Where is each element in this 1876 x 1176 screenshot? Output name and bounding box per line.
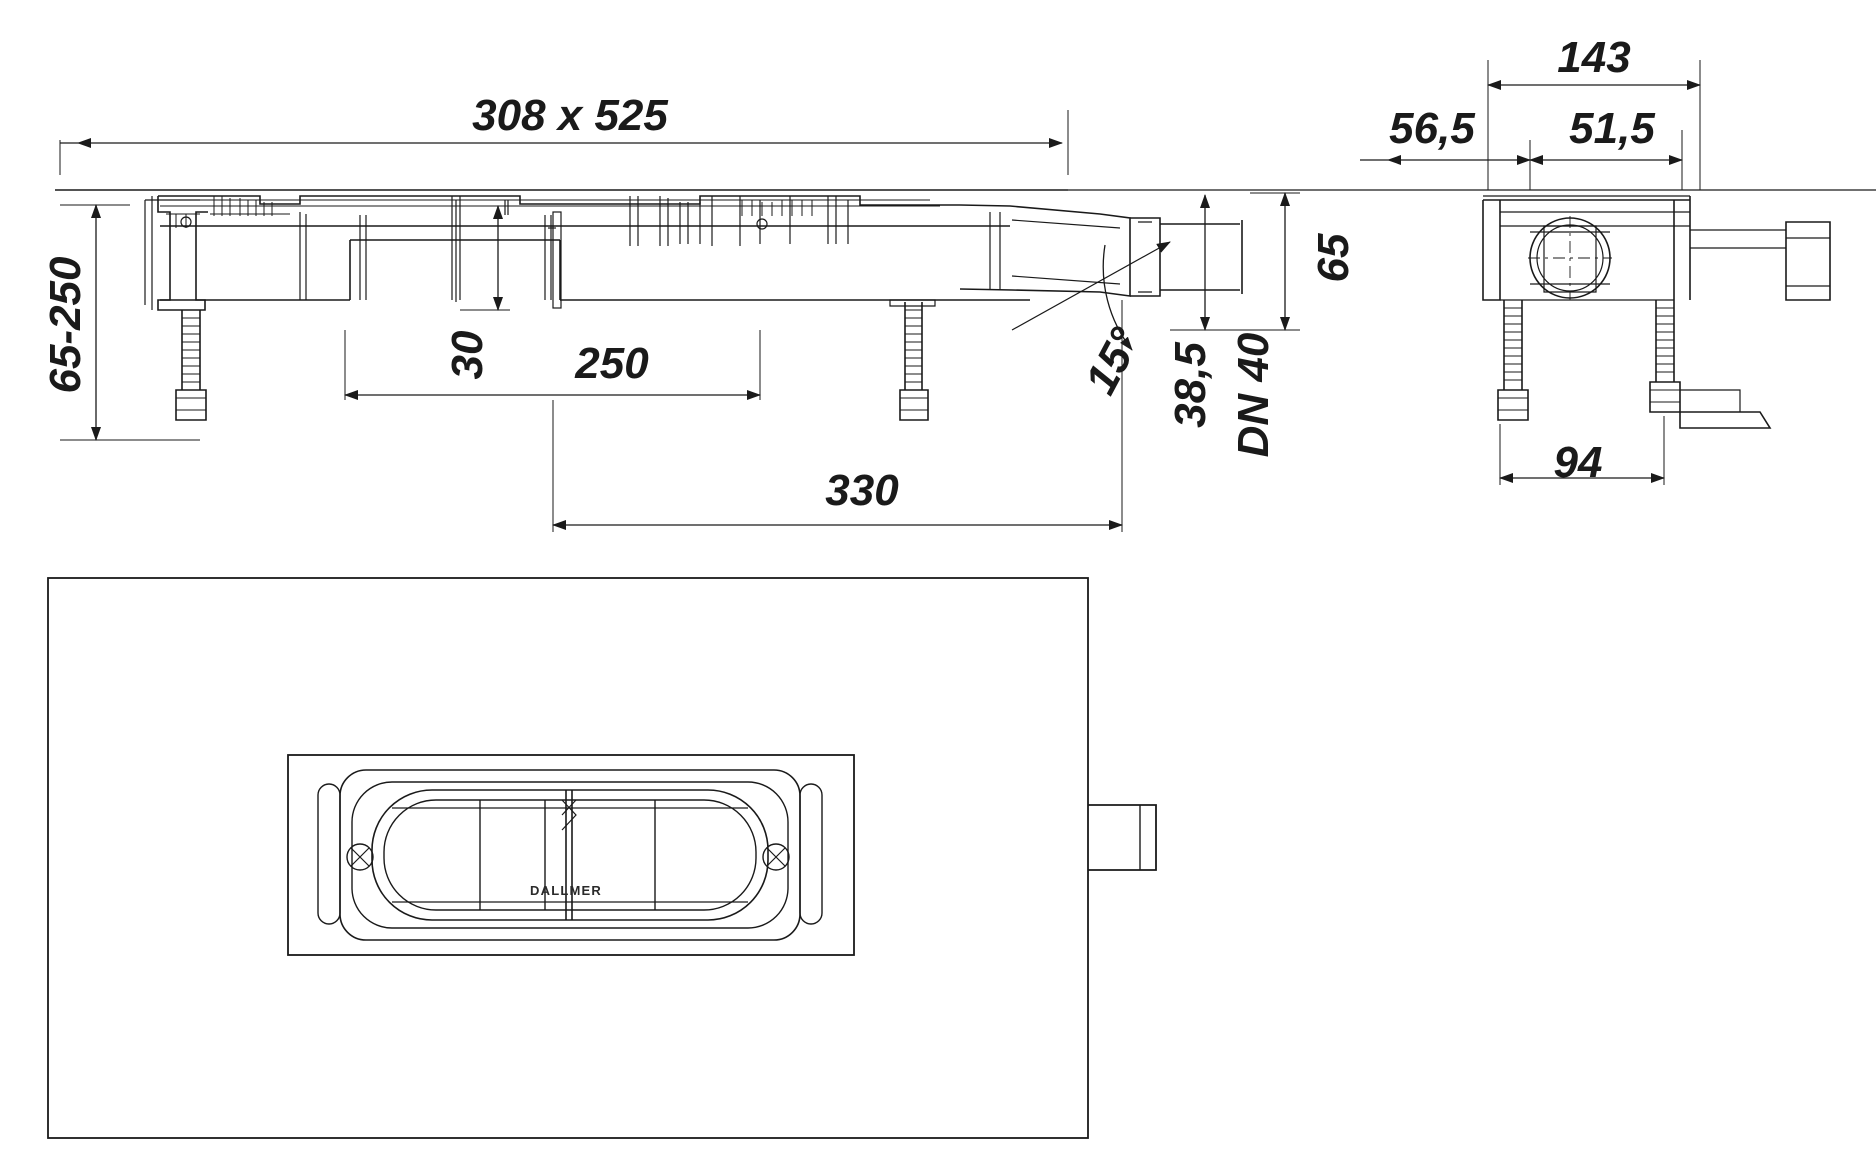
dim-side-foot: 94 <box>1554 438 1603 487</box>
dim-inner-length: 250 <box>574 339 649 388</box>
dim-outlet-size: DN 40 <box>1229 332 1278 457</box>
brand-label: DALLMER <box>530 883 602 898</box>
dim-angle: 15° <box>1076 320 1151 402</box>
dim-side-offset: 56,5 <box>1389 104 1475 153</box>
dim-height-range: 65-250 <box>41 256 90 394</box>
dim-outlet-height: 38,5 <box>1166 342 1215 428</box>
dim-outlet-offset: 330 <box>825 466 899 515</box>
section-view-geometry <box>47 60 1876 1139</box>
dim-side-height: 65 <box>1309 233 1358 282</box>
dim-side-total: 143 <box>1557 33 1630 82</box>
dim-side-inner: 51,5 <box>1569 104 1655 153</box>
dim-grate-depth: 30 <box>443 330 492 379</box>
dimension-labels: 308 x 525 65-250 30 250 330 15° 38,5 DN … <box>41 33 1655 898</box>
dim-overall-plate: 308 x 525 <box>472 91 668 140</box>
